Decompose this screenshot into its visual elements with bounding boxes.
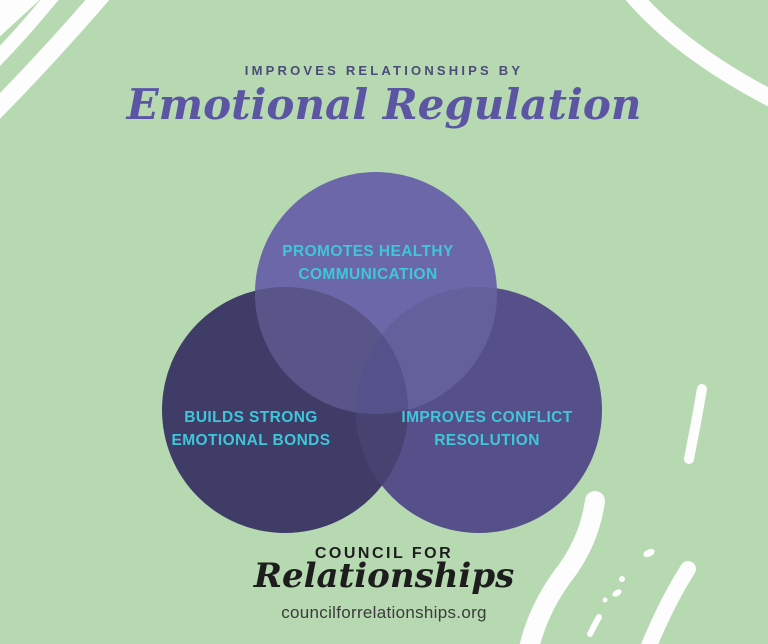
- brush-stroke-topleft-1: [0, 0, 59, 66]
- venn-label-right-line2: RESOLUTION: [434, 432, 540, 449]
- venn-label-top-line2: COMMUNICATION: [298, 266, 438, 283]
- logo-wordmark-caps: COUNCIL FOR: [314, 545, 454, 562]
- venn-label-bottom-right: IMPROVES CONFLICT RESOLUTION: [377, 406, 597, 452]
- brush-specks: [0, 0, 655, 603]
- brush-stroke-bottomright-1: [519, 491, 605, 644]
- venn-label-right-line1: IMPROVES CONFLICT: [401, 409, 573, 426]
- brush-corner-wedge: [0, 0, 40, 37]
- brush-stroke-topleft-2: [0, 0, 110, 119]
- venn-label-left-line2: EMOTIONAL BONDS: [171, 432, 331, 449]
- brush-speck-1: [643, 548, 655, 558]
- kicker-text: IMPROVES RELATIONSHIPS BY: [244, 63, 524, 78]
- brush-stroke-bottomright-3: [587, 614, 602, 637]
- page-title: Emotional Regulation: [126, 80, 642, 129]
- website-url: councilforrelationships.org: [281, 603, 487, 622]
- venn-label-top-line1: PROMOTES HEALTHY: [282, 243, 454, 260]
- brush-stroke-topright: [625, 0, 768, 107]
- logo-wordmark-script: Relationships: [253, 556, 515, 596]
- venn-diagram: [162, 172, 602, 533]
- brush-speck-3: [612, 589, 622, 597]
- venn-label-top: PROMOTES HEALTHY COMMUNICATION: [238, 240, 498, 286]
- brush-stroke-bottomright-2: [641, 561, 696, 644]
- venn-label-bottom-left: BUILDS STRONG EMOTIONAL BONDS: [141, 406, 361, 452]
- brush-speck-2: [619, 576, 625, 582]
- brush-stroke-right-mid: [684, 384, 707, 464]
- venn-label-left-line1: BUILDS STRONG: [184, 409, 318, 426]
- brush-speck-4: [602, 597, 608, 603]
